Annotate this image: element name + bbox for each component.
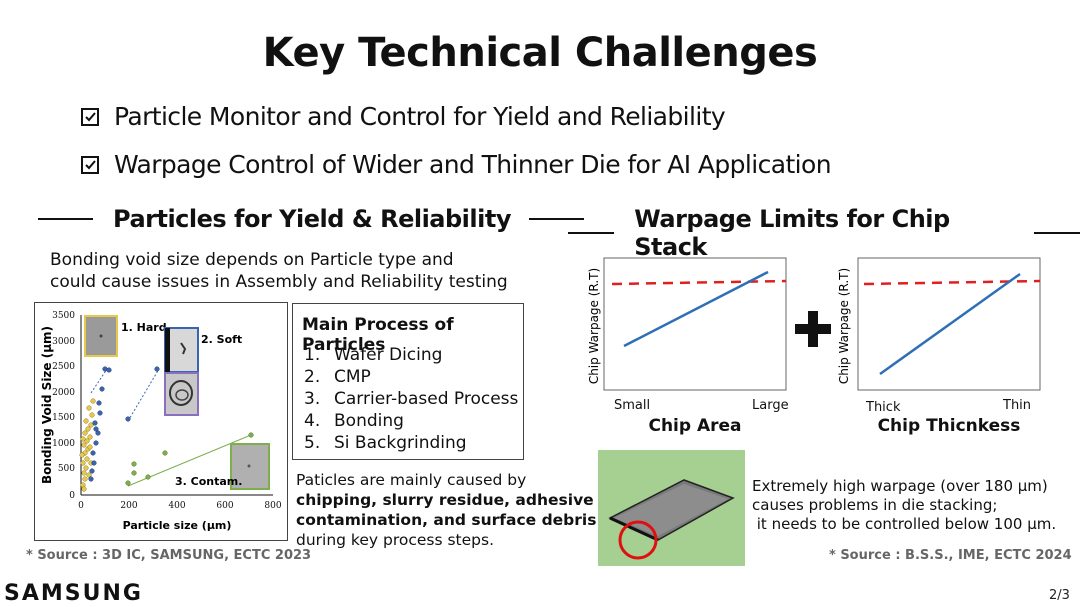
checkbox-check-icon	[81, 107, 99, 126]
soft-points	[88, 366, 160, 482]
y-tick-label: 0	[69, 491, 75, 501]
samsung-logo: SAMSUNG	[4, 581, 143, 606]
warpage-trend-line	[623, 270, 769, 348]
x-axis-left-label: Thick	[866, 400, 901, 415]
bullet-item: Particle Monitor and Control for Yield a…	[80, 102, 726, 131]
list-item: 2.CMP	[304, 367, 371, 387]
warped-die-photo	[598, 450, 745, 566]
list-item: 3.Carrier-based Process	[304, 389, 519, 409]
y-axis-label: Bonding Void Size (μm)	[40, 326, 54, 484]
hard-particle-dot	[99, 334, 103, 338]
note-bold-line: chipping, slurry residue, adhesive	[296, 491, 594, 509]
x-tick-label: 0	[78, 501, 84, 511]
warpage-thickness-chart-svg: Chip Warpage (R.T)	[837, 257, 1041, 391]
warpage-limit-line	[611, 279, 787, 286]
particle-description: Bonding void size depends on Particle ty…	[50, 249, 508, 293]
description-line: could cause issues in Assembly and Relia…	[50, 272, 508, 292]
section-heading-text: Particles for Yield & Reliability	[113, 205, 511, 233]
process-box-title: Main Process of Particles	[302, 315, 454, 355]
bullet-text: Warpage Control of Wider and Thinner Die…	[114, 150, 832, 179]
y-tick-label: 3000	[52, 337, 75, 347]
warpage-thickness-chart: Chip Warpage (R.T) Thick Thin Chip Thicn…	[836, 256, 1046, 436]
list-item: 5.Si Backgrinding	[304, 433, 467, 453]
list-item: 1.Wafer Dicing	[304, 345, 443, 365]
note-line: it needs to be controlled below 100 μm.	[752, 515, 1057, 533]
chart-caption: Chip Area	[648, 416, 742, 436]
source-left: * Source : 3D IC, SAMSUNG, ECTC 2023	[26, 548, 312, 563]
source-right: * Source : B.S.S., IME, ECTC 2024	[829, 548, 1072, 563]
plus-icon	[793, 309, 833, 349]
contam-label: 3. Contam.	[175, 475, 242, 488]
warpage-area-chart-svg: Chip Warpage (R.T)	[587, 257, 787, 391]
note-line: during key process steps.	[296, 531, 495, 549]
x-tick-label: 200	[120, 501, 137, 511]
x-axis-right-label: Large	[752, 398, 789, 413]
section-heading-text: Warpage Limits for Chip Stack	[634, 205, 950, 261]
y-axis-label: Chip Warpage (R.T)	[837, 268, 851, 384]
y-tick-label: 2000	[52, 388, 75, 398]
contam-points	[125, 432, 254, 486]
note-bold-line: contamination, and surface debris	[296, 511, 597, 529]
section-heading-warpage: Warpage Limits for Chip Stack	[568, 205, 1080, 261]
x-tick-label: 400	[168, 501, 185, 511]
particle-cause-note: Paticles are mainly caused by chipping, …	[296, 470, 596, 550]
warpage-area-chart: Chip Warpage (R.T) Small Large Chip Area	[582, 256, 792, 436]
void-size-chart-svg: 3500 3000 2500 2000 1500 1000 500 0 0 20…	[40, 311, 282, 532]
page-number: 2/3	[1049, 588, 1070, 603]
x-tick-label: 800	[264, 501, 281, 511]
warpage-limit-line	[863, 279, 1041, 286]
contam-particle-image	[230, 443, 270, 490]
note-line: causes problems in die stacking;	[752, 496, 998, 514]
checkbox-check-icon	[81, 155, 99, 174]
hard-points	[79, 398, 96, 492]
section-heading-particles: Particles for Yield & Reliability	[38, 205, 584, 233]
description-line: Bonding void size depends on Particle ty…	[50, 250, 454, 270]
soft-particle-image	[164, 327, 199, 373]
void-size-chart: 3500 3000 2500 2000 1500 1000 500 0 0 20…	[34, 302, 288, 541]
page-title: Key Technical Challenges	[262, 30, 818, 76]
x-axis-label: Particle size (μm)	[123, 519, 232, 532]
y-axis-label: Chip Warpage (R.T)	[587, 268, 601, 384]
process-list: 1.Wafer Dicing 2.CMP 3.Carrier-based Pro…	[304, 344, 518, 454]
y-tick-label: 3500	[52, 311, 75, 321]
y-tick-label: 500	[58, 464, 75, 474]
bullet-item: Warpage Control of Wider and Thinner Die…	[80, 150, 832, 179]
warpage-note: Extremely high warpage (over 180 μm) cau…	[752, 477, 1056, 534]
chart-caption: Chip Thicnkess	[877, 416, 1021, 436]
y-tick-label: 2500	[52, 362, 75, 372]
x-axis-right-label: Thin	[1003, 398, 1032, 413]
process-box: Main Process of Particles 1.Wafer Dicing…	[292, 303, 524, 460]
bullet-text: Particle Monitor and Control for Yield a…	[114, 102, 726, 131]
warpage-trend-line	[879, 272, 1021, 376]
y-tick-label: 1500	[52, 413, 75, 423]
note-line: Paticles are mainly caused by	[296, 471, 527, 489]
note-line: Extremely high warpage (over 180 μm)	[752, 477, 1048, 495]
list-item: 4.Bonding	[304, 411, 404, 431]
hard-label: 1. Hard	[121, 321, 167, 334]
x-axis-left-label: Small	[614, 398, 651, 413]
soft-label: 2. Soft	[201, 333, 242, 346]
warpage-highlight-circle	[618, 520, 658, 560]
x-tick-label: 600	[216, 501, 233, 511]
y-tick-label: 1000	[52, 439, 75, 449]
